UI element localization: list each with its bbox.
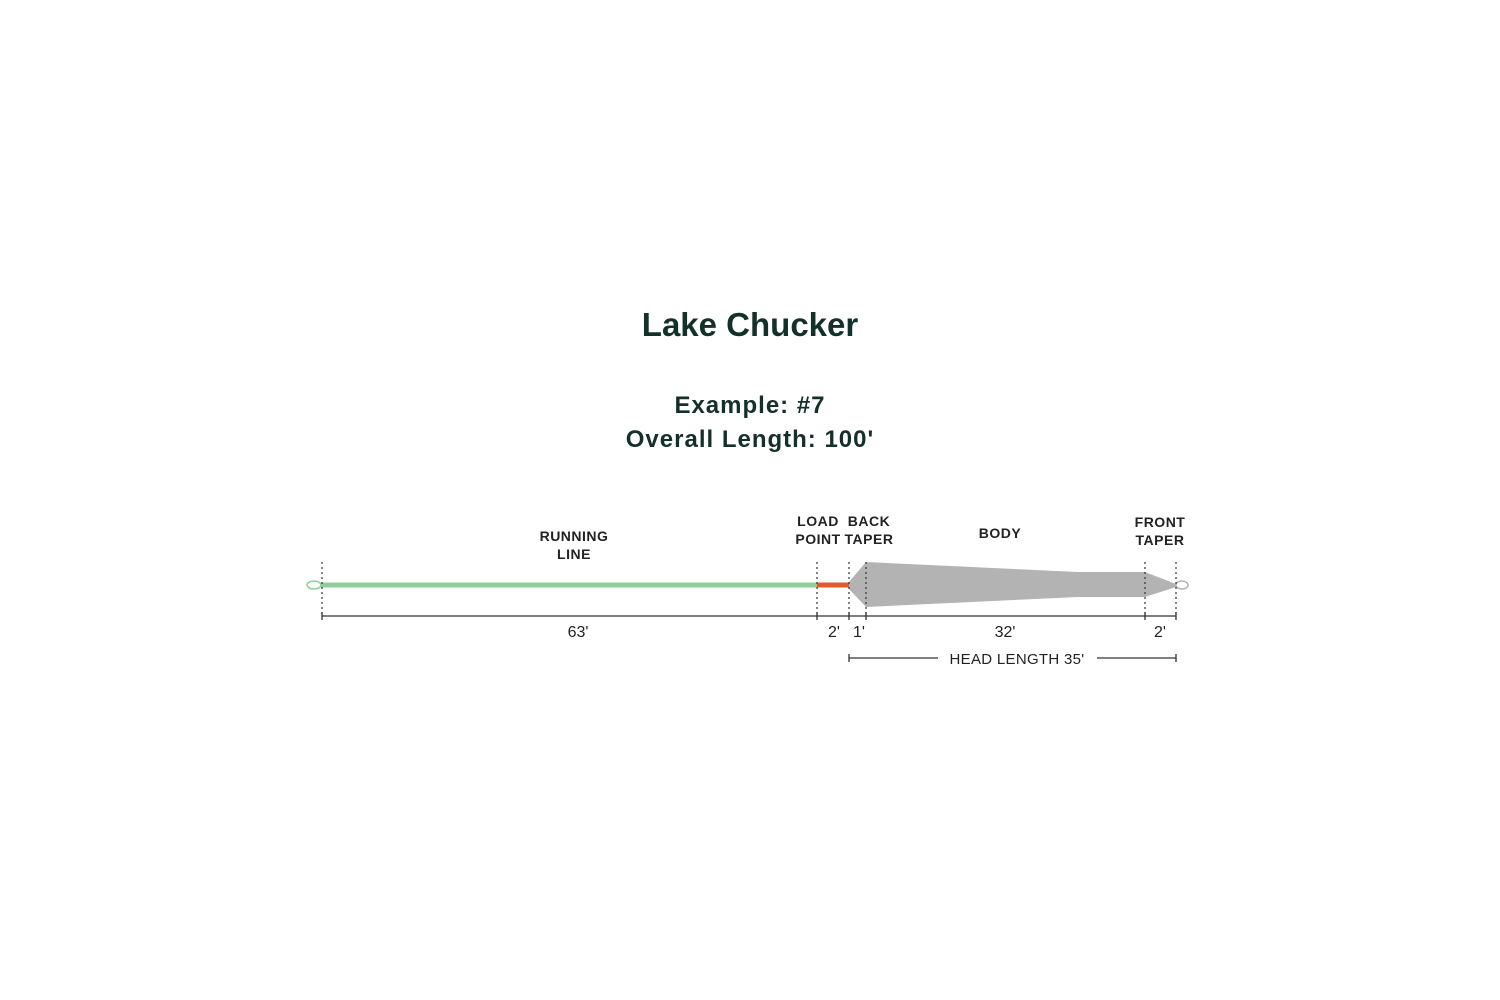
rear-loop-icon (306, 580, 322, 590)
back-taper-label-2: TAPER (845, 531, 894, 547)
front-taper-label-2: TAPER (1136, 532, 1185, 548)
boundary-markers (321, 562, 1177, 614)
load-point-label-1: LOAD (797, 513, 839, 529)
running-line-length: 63' (568, 624, 589, 641)
running-line-label-1: RUNNING (540, 528, 609, 544)
front-taper-label-1: FRONT (1135, 514, 1186, 530)
running-line-label-2: LINE (557, 546, 591, 562)
body-label: BODY (979, 525, 1022, 541)
back-taper-label-1: BACK (848, 513, 890, 529)
front-taper-length: 2' (1154, 624, 1166, 641)
dimension-line (321, 612, 1177, 620)
back-taper-length: 1' (853, 624, 865, 641)
example-weight: Example: #7 (674, 392, 826, 419)
head-length-label: HEAD LENGTH 35' (950, 651, 1085, 668)
head-taper-shape (849, 562, 1176, 607)
overall-length: Overall Length: 100' (625, 426, 875, 453)
body-length: 32' (995, 624, 1016, 641)
load-point-length: 2' (828, 624, 840, 641)
head-length-bracket (848, 654, 1177, 662)
page-title: Lake Chucker (641, 306, 859, 343)
load-point-label-2: POINT (795, 531, 840, 547)
front-loop-icon (1175, 580, 1189, 590)
